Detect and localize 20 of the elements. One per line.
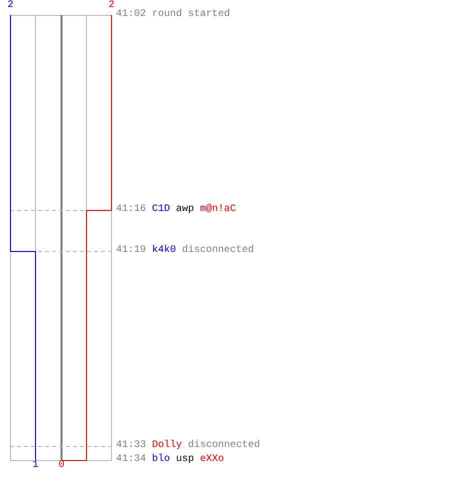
player-name: m@n!aC [200, 204, 236, 216]
player-count: 1 [32, 461, 38, 471]
player-count: 2 [108, 1, 114, 11]
player-count: 2 [8, 1, 14, 11]
timestamp: 41:19 [116, 245, 146, 257]
weapon-name: awp [176, 204, 194, 216]
player-count: 0 [58, 461, 64, 471]
event-text: round started [152, 9, 230, 21]
player-name: C1D [152, 204, 170, 216]
player-name: blo [152, 454, 170, 466]
timestamp: 41:16 [116, 204, 146, 216]
player-name: Dolly [152, 440, 182, 452]
timestamp: 41:33 [116, 440, 146, 452]
timestamp: 41:02 [116, 9, 146, 21]
event-text: disconnected [188, 440, 260, 452]
timestamp: 41:34 [116, 454, 146, 466]
event-text: disconnected [182, 245, 254, 257]
weapon-name: usp [176, 454, 194, 466]
player-name: k4k0 [152, 245, 176, 257]
player-name: eXXo [200, 454, 224, 466]
